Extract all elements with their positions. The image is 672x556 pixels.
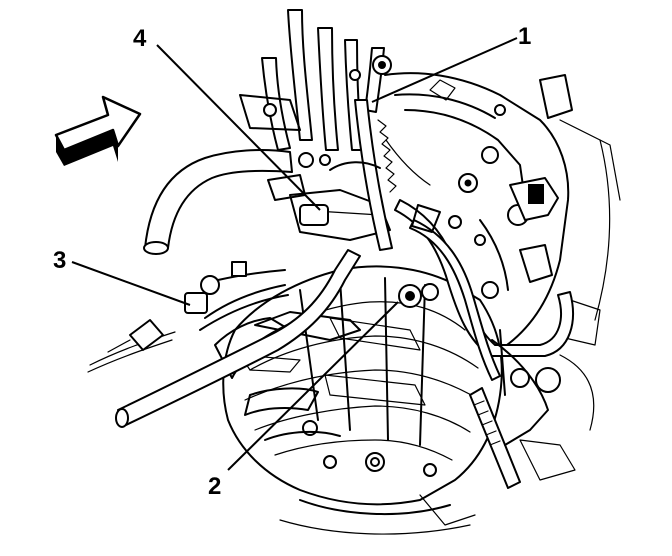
arrow-icon: [54, 95, 142, 166]
callout-2: 2: [208, 473, 221, 500]
callout-4: 4: [133, 25, 147, 52]
long-tube: [394, 199, 574, 381]
bell-housing: [214, 311, 361, 441]
callout-3: 3: [53, 247, 66, 274]
rod: [469, 329, 576, 489]
right-housing: [377, 72, 621, 431]
center-bracket: [267, 99, 393, 251]
leader-lines: [71, 37, 518, 471]
tube-bundle: [239, 9, 392, 151]
loose-hose: [143, 149, 293, 255]
callout-1: 1: [518, 23, 531, 50]
